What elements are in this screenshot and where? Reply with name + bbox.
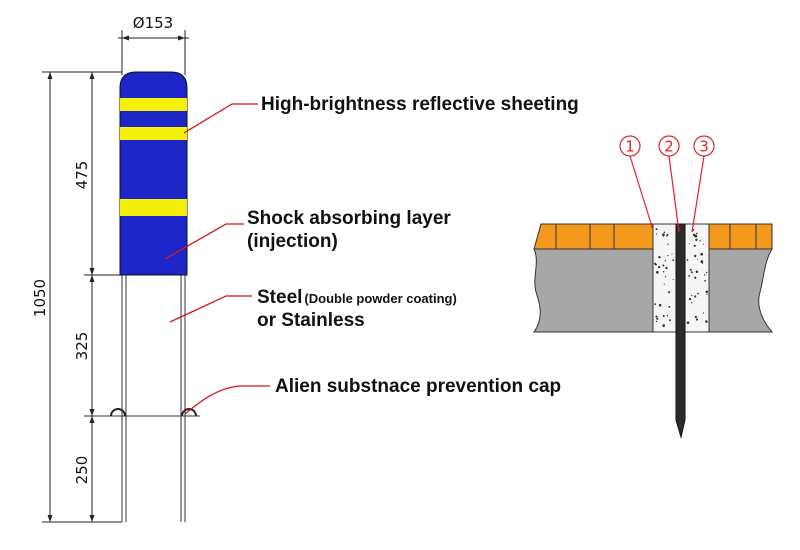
cap-left [110, 408, 126, 417]
mortar-speckle [693, 244, 696, 247]
mortar-speckle [666, 234, 668, 237]
mortar-speckle [688, 274, 691, 277]
mortar-speckle [705, 320, 708, 323]
steel-coating-note: (Double powder coating) [304, 291, 456, 306]
steel-label: Steel(Double powder coating) [257, 287, 457, 308]
shock-absorbing-sleeve [119, 71, 188, 276]
mortar-speckle [694, 295, 697, 298]
mortar-speckle [666, 314, 669, 317]
mortar-speckle [655, 320, 658, 323]
mortar-speckle [689, 243, 691, 245]
injection-label: (injection) [247, 231, 338, 252]
mortar-speckle [672, 278, 674, 281]
mortar-speckle [665, 266, 668, 270]
mortar-speckle [703, 274, 706, 276]
stainless-label: or Stainless [257, 310, 365, 331]
mortar-speckle [695, 318, 699, 321]
mortar-speckle [694, 315, 698, 319]
marker-2-label: 2 [664, 138, 674, 156]
diameter-dimension: Ø153 [118, 14, 189, 75]
installation-section: 1 2 3 [533, 135, 774, 439]
top-height-label: 475 [73, 161, 91, 190]
mortar-speckle [690, 271, 693, 274]
mortar-speckle [686, 321, 690, 325]
mortar-speckle [697, 258, 699, 260]
diameter-label: Ø153 [133, 14, 173, 32]
mortar-speckle [703, 243, 705, 245]
mortar-speckle [697, 292, 699, 295]
mortar-speckle [658, 303, 662, 307]
mortar-speckle [671, 253, 673, 255]
leader-lines [164, 103, 270, 415]
mortar-speckle [691, 302, 693, 304]
cap-label: Alien substnace prevention cap [275, 376, 561, 397]
mortar-speckle [705, 290, 709, 294]
middle-height-label: 325 [73, 332, 91, 361]
mortar-speckles [654, 228, 709, 327]
shock-layer-label: Shock absorbing layer [247, 208, 451, 229]
mortar-speckle [663, 283, 665, 285]
mortar-speckle [657, 265, 661, 269]
mortar-speckle [655, 233, 658, 235]
mortar-speckle [663, 231, 666, 234]
mortar-speckle [695, 232, 698, 235]
mortar-speckle [662, 271, 665, 273]
mortar-speckle [699, 240, 701, 242]
mortar-speckle [656, 317, 659, 320]
mortar-speckle [700, 260, 704, 263]
mortar-speckle [655, 315, 658, 318]
mortar-speckle [692, 233, 696, 237]
mortar-speckle [667, 243, 669, 245]
marker-1: 1 [619, 135, 641, 157]
mortar-speckle [662, 324, 665, 327]
mortar-speckle [704, 280, 706, 282]
steel-post [92, 275, 200, 522]
mortar-speckle [662, 314, 665, 318]
pavement-joints [555, 224, 757, 249]
marker-leaders [629, 155, 705, 233]
marker-2: 2 [658, 135, 680, 157]
mortar-speckle [694, 254, 697, 258]
mortar-speckle [667, 254, 669, 257]
marker-1-label: 1 [625, 138, 635, 156]
marker-3-label: 3 [699, 138, 709, 156]
mortar-speckle [655, 263, 657, 266]
cap-right [181, 408, 197, 417]
mortar-speckle [662, 233, 665, 237]
mortar-speckle [695, 238, 698, 242]
mortar-speckle [705, 271, 708, 274]
marker-3: 3 [693, 135, 715, 157]
mortar-speckle [668, 305, 671, 308]
mortar-speckle [672, 259, 674, 261]
mortar-speckle [694, 276, 697, 279]
bottom-height-label: 250 [73, 456, 91, 485]
mortar-speckle [669, 319, 671, 322]
mortar-speckle [702, 312, 705, 314]
mortar-speckle [706, 293, 708, 295]
mortar-speckle [667, 291, 670, 293]
height-dimensions [42, 71, 122, 523]
reflective-sheeting-label: High-brightness reflective sheeting [261, 94, 579, 115]
mortar-speckle [658, 255, 661, 259]
mortar-speckle [662, 264, 665, 267]
mortar-speckle [700, 252, 704, 256]
total-height-label: 1050 [31, 279, 49, 317]
mortar-speckle [695, 270, 699, 274]
mortar-speckle [688, 297, 692, 301]
reflective-stripes [120, 98, 187, 216]
mortar-speckle [691, 294, 693, 297]
mortar-speckle [689, 268, 692, 271]
anchor-rod [675, 223, 686, 439]
mortar-speckle [654, 303, 657, 306]
mortar-speckle [664, 260, 667, 262]
mortar-speckle [664, 276, 667, 278]
mortar-speckle [655, 228, 658, 231]
mortar-speckle [655, 270, 659, 274]
dimension-arrows [47, 72, 95, 522]
mortar-speckle [686, 259, 689, 261]
steel-main-label: Steel [257, 287, 302, 308]
